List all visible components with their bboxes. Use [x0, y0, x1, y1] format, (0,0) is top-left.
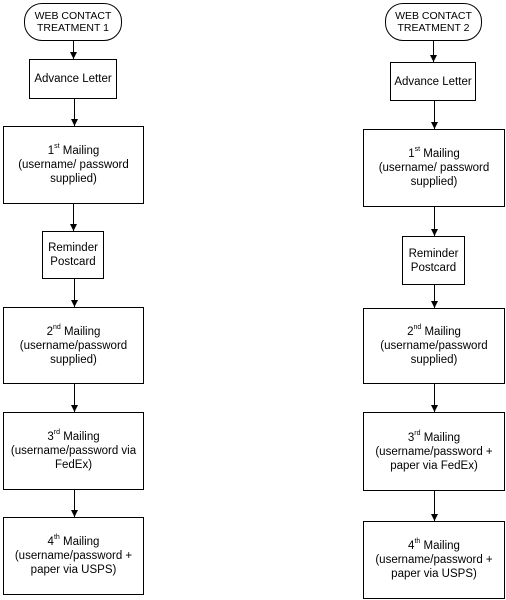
ordinal-suffix: st [54, 143, 60, 151]
ordinal-suffix: nd [413, 324, 422, 332]
mailing-word: Mailing [420, 431, 461, 444]
ordinal-suffix: th [414, 538, 421, 546]
step-text-line: (username/ password [18, 159, 129, 171]
step-text-line: (username/password via [10, 445, 137, 457]
mailing-ordinal: 4 [47, 536, 54, 548]
step-text-line: supplied) [410, 354, 458, 366]
ordinal-suffix: rd [53, 429, 60, 437]
mailing-word: Mailing [59, 145, 100, 157]
mailing-word: Mailing [421, 326, 461, 338]
mailing-heading: 2nd Mailing [46, 323, 101, 339]
mailing-heading: 3rd Mailing [407, 429, 461, 445]
step-text-line: (username/password + [375, 445, 493, 458]
step-text-line: FedEx) [54, 459, 93, 471]
title-line: TREATMENT 1 [37, 22, 109, 34]
step-text-line: (username/ password [378, 162, 490, 174]
title-line: WEB CONTACT [34, 10, 112, 22]
mailing-word: Mailing [60, 431, 100, 443]
mailing-ordinal: 3 [407, 431, 415, 444]
ordinal-suffix: nd [52, 323, 61, 331]
treatment-2-step-6: 4th Mailing(username/password +paper via… [363, 521, 505, 599]
step-text-line: Postcard [50, 256, 96, 268]
mailing-word: Mailing [420, 148, 460, 160]
ordinal-suffix: th [53, 534, 60, 542]
ordinal-suffix: st [414, 146, 421, 154]
ordinal-suffix: rd [414, 429, 421, 437]
step-text-line: Reminder [48, 242, 98, 254]
mailing-heading: 1st Mailing [47, 143, 100, 158]
mailing-word: Mailing [59, 536, 100, 548]
mailing-heading: 4th Mailing [408, 538, 460, 553]
title-line: TREATMENT 2 [397, 22, 470, 34]
treatment-2-step-1: Advance Letter [390, 62, 476, 101]
treatment-2-step-5: 3rd Mailing(username/password +paper via… [363, 412, 505, 491]
step-text-line: (username/password + [14, 550, 133, 562]
mailing-word: Mailing [60, 325, 101, 338]
mailing-heading: 2nd Mailing [407, 324, 461, 339]
step-text-line: (username/password [19, 339, 128, 352]
treatment-1-step-6: 4th Mailing(username/password +paper via… [3, 517, 144, 595]
step-text-line: paper via USPS) [30, 564, 117, 576]
treatment-1-step-1: Advance Letter [29, 59, 117, 99]
mailing-ordinal: 1 [408, 148, 415, 160]
title-line: WEB CONTACT [395, 10, 472, 22]
step-text-line: supplied) [410, 176, 458, 188]
step-text-line: (username/password [380, 340, 488, 352]
step-text-line: paper via FedEx) [390, 459, 478, 472]
step-text-line: Advance Letter [394, 75, 472, 88]
mailing-ordinal: 3 [47, 431, 54, 443]
step-text-line: paper via USPS) [391, 568, 477, 580]
step-text-line: Advance Letter [34, 73, 112, 85]
mailing-ordinal: 4 [408, 540, 415, 552]
step-text-line: supplied) [50, 173, 97, 185]
step-text-line: Postcard [410, 261, 457, 274]
step-text-line: (username/password + [375, 554, 493, 566]
mailing-ordinal: 1 [47, 145, 55, 157]
mailing-heading: 1st Mailing [408, 146, 460, 161]
mailing-word: Mailing [420, 540, 460, 552]
step-text-line: supplied) [50, 353, 97, 366]
mailing-heading: 4th Mailing [47, 534, 100, 549]
mailing-heading: 3rd Mailing [47, 429, 100, 444]
step-text-line: Reminder [408, 247, 459, 260]
mailing-ordinal: 2 [407, 326, 414, 338]
mailing-ordinal: 2 [46, 325, 53, 338]
